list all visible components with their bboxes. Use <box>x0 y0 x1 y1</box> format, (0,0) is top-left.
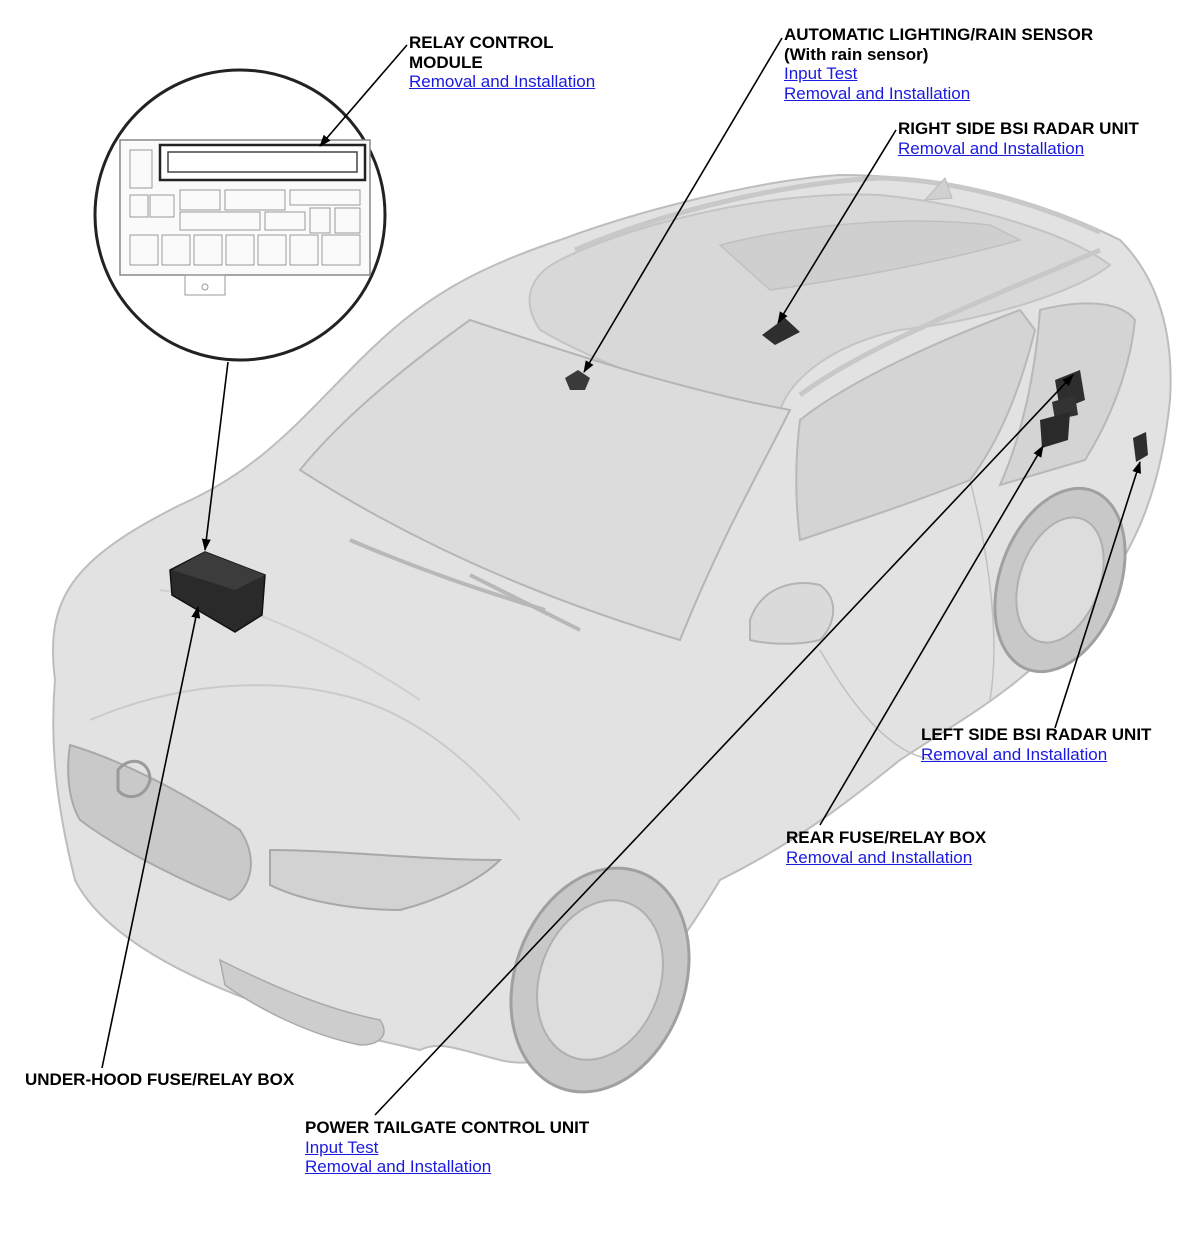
leader-rear-fuse-box <box>819 445 1044 826</box>
callout-under-hood-fuse-relay-box: UNDER-HOOD FUSE/RELAY BOX <box>25 1070 294 1090</box>
leader-circle-to-fuse-box <box>201 361 229 551</box>
leader-right-bsi-radar <box>777 129 897 324</box>
relay-control-module-title-1: RELAY CONTROL <box>409 33 554 52</box>
callout-auto-lighting-rain-sensor: AUTOMATIC LIGHTING/RAIN SENSOR (With rai… <box>784 25 1093 103</box>
rear-fuse-box-removal-link[interactable]: Removal and Installation <box>786 847 973 867</box>
leader-rain-sensor <box>583 37 783 373</box>
left-bsi-radar-title: LEFT SIDE BSI RADAR UNIT <box>921 725 1152 744</box>
left-bsi-radar-removal-link[interactable]: Removal and Installation <box>921 744 1108 764</box>
under-hood-fuse-box-title: UNDER-HOOD FUSE/RELAY BOX <box>25 1070 295 1089</box>
callout-power-tailgate-control-unit: POWER TAILGATE CONTROL UNIT Input Test R… <box>305 1118 589 1177</box>
rain-sensor-shape <box>565 370 590 390</box>
relay-control-module-removal-link[interactable]: Removal and Installation <box>409 72 596 91</box>
power-tailgate-title: POWER TAILGATE CONTROL UNIT <box>305 1118 590 1137</box>
leader-lines <box>101 37 1141 1116</box>
callout-left-side-bsi-radar: LEFT SIDE BSI RADAR UNIT Removal and Ins… <box>921 725 1151 764</box>
leader-under-hood-fuse-box <box>101 606 201 1069</box>
vehicle-body <box>51 173 1172 1094</box>
leader-power-tailgate <box>374 374 1074 1116</box>
callout-rear-fuse-relay-box: REAR FUSE/RELAY BOX Removal and Installa… <box>786 828 986 867</box>
right-bsi-radar-title: RIGHT SIDE BSI RADAR UNIT <box>898 119 1139 138</box>
rain-sensor-removal-link[interactable]: Removal and Installation <box>784 83 971 103</box>
rain-sensor-title-1: AUTOMATIC LIGHTING/RAIN SENSOR <box>784 25 1094 44</box>
callout-right-side-bsi-radar: RIGHT SIDE BSI RADAR UNIT Removal and In… <box>898 119 1139 158</box>
relay-module-magnifier <box>93 68 387 362</box>
under-hood-fuse-box-shape <box>169 551 266 633</box>
power-tailgate-removal-link[interactable]: Removal and Installation <box>305 1157 492 1176</box>
right-bsi-radar-shape <box>762 318 800 345</box>
rain-sensor-input-test-link[interactable]: Input Test <box>784 64 858 83</box>
power-tailgate-input-test-link[interactable]: Input Test <box>305 1137 379 1157</box>
right-bsi-radar-removal-link[interactable]: Removal and Installation <box>898 138 1085 158</box>
rear-fuse-box-title: REAR FUSE/RELAY BOX <box>786 828 987 847</box>
relay-control-module-title-2: MODULE <box>409 52 483 72</box>
leader-left-bsi-radar <box>1054 461 1141 729</box>
left-bsi-radar-shape <box>1133 432 1148 462</box>
leader-relay-control-module <box>319 44 408 147</box>
rain-sensor-title-2: (With rain sensor) <box>784 44 929 64</box>
callout-relay-control-module: RELAY CONTROL MODULE Removal and Install… <box>409 33 595 92</box>
